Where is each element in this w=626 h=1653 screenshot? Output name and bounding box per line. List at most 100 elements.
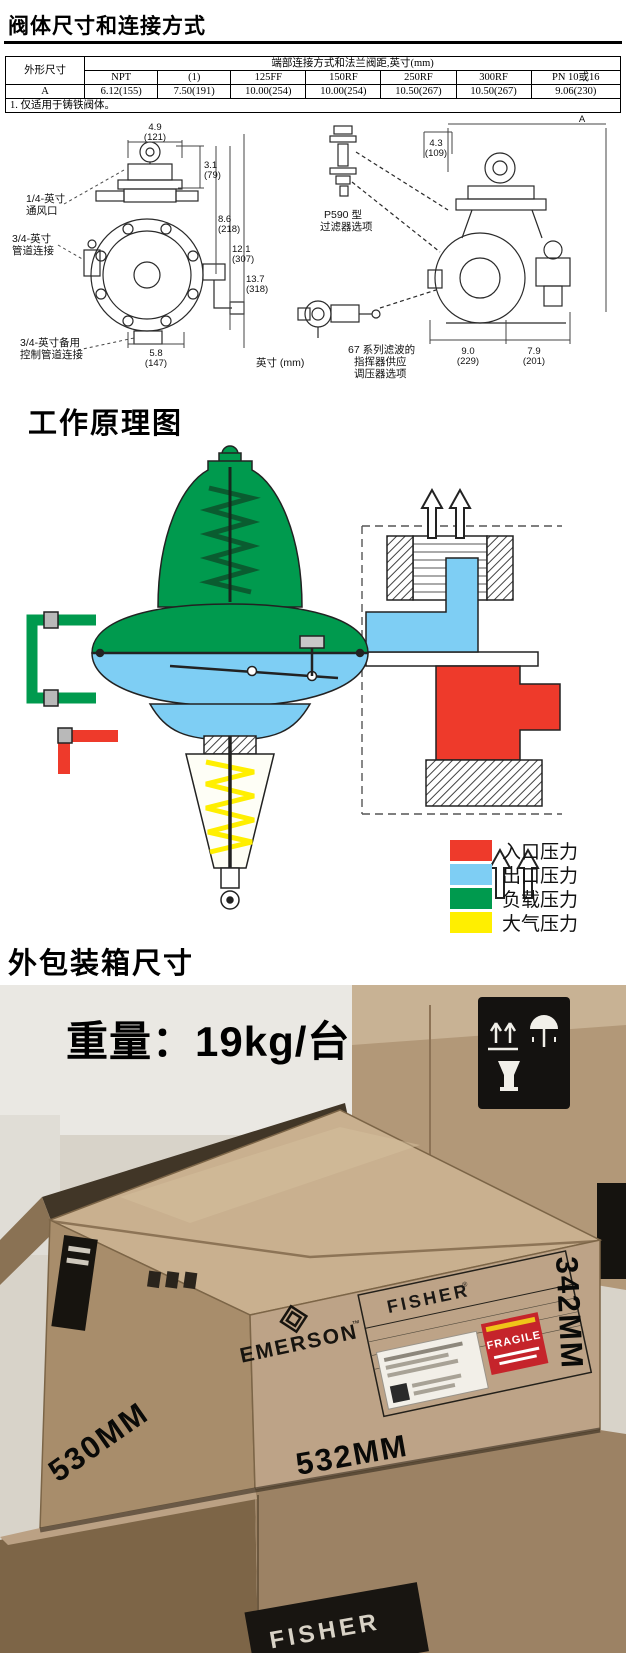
svg-text:英寸 (mm): 英寸 (mm) (256, 356, 304, 369)
front-view-dim-texts: 4.9 (121) 3.1 (79) 8.6 (218) 12.1 (307) … (144, 122, 268, 369)
svg-text:7.9: 7.9 (527, 346, 540, 357)
svg-text:4.3: 4.3 (429, 138, 442, 149)
table-corner-header: 外形尺寸 (4, 56, 86, 85)
outlet-color-swatch (450, 864, 492, 885)
table-row: A 6.12(155) 7.50(191) 10.00(254) 10.00(2… (4, 84, 622, 99)
col-header: 250RF (380, 70, 457, 85)
svg-text:(318): (318) (246, 284, 268, 295)
legend-label: 负载压力 (502, 890, 579, 911)
section-title-packaging: 外包装箱尺寸 (8, 948, 195, 980)
svg-text:4.9: 4.9 (148, 122, 161, 133)
valve-body-section (365, 535, 561, 807)
pressure-legend: 入口压力 出口压力 负载压力 大气压力 (450, 840, 626, 936)
col-header: (1) (157, 70, 232, 85)
svg-text:管道连接: 管道连接 (12, 244, 54, 257)
fragile-sticker: FRAGILE (480, 1312, 549, 1376)
svg-text:1/4-英寸: 1/4-英寸 (26, 192, 65, 205)
svg-text:(121): (121) (144, 132, 166, 143)
col-header: PN 10或16 (530, 70, 622, 85)
diaphragm-casing-blue (91, 652, 369, 741)
dimension-lines (57, 123, 607, 351)
pilot-option-part (297, 300, 381, 338)
dimension-drawings: 4.9 (121) 3.1 (79) 8.6 (218) 12.1 (307) … (12, 114, 607, 380)
atmosphere-color-swatch (450, 912, 492, 933)
svg-text:(218): (218) (218, 224, 240, 235)
svg-text:通风口: 通风口 (26, 205, 58, 217)
flow-arrow-icons (420, 487, 540, 899)
legend-label: 出口压力 (502, 866, 579, 887)
legend-item-inlet: 入口压力 (450, 840, 626, 863)
inlet-color-swatch (450, 840, 492, 861)
cell: 10.50(267) (455, 84, 532, 99)
svg-text:(147): (147) (145, 358, 167, 369)
col-header: 300RF (455, 70, 532, 85)
legend-label: 大气压力 (502, 914, 579, 935)
svg-text:(307): (307) (232, 254, 254, 265)
svg-text:9.0: 9.0 (461, 346, 474, 357)
svg-text:5.8: 5.8 (149, 348, 162, 359)
section-title-valve-dimensions: 阀体尺寸和连接方式 (8, 15, 206, 38)
weight-text: 重量：19kg/台 (66, 1018, 351, 1065)
loading-pressure-pipe (26, 614, 96, 704)
cell: 10.00(254) (230, 84, 307, 99)
svg-text:过滤器选项: 过滤器选项 (320, 220, 373, 233)
svg-text:3/4-英寸: 3/4-英寸 (12, 232, 51, 245)
box-front-print: EMERSON ™ FISHER ® (238, 1250, 593, 1418)
svg-text:A: A (579, 114, 586, 125)
box-print-icons (147, 1270, 198, 1290)
legend-label: 入口压力 (502, 842, 579, 863)
svg-text:调压器选项: 调压器选项 (354, 367, 407, 380)
svg-text:®: ® (462, 1280, 470, 1289)
svg-text:67 系列滤波的: 67 系列滤波的 (348, 343, 415, 356)
loading-color-swatch (450, 888, 492, 909)
svg-text:3/4-英寸备用: 3/4-英寸备用 (20, 336, 80, 349)
this-way-up-icon (488, 1022, 518, 1051)
height-dimension-text: 342MM (549, 1256, 590, 1371)
cell: 10.50(267) (380, 84, 457, 99)
svg-text:3.1: 3.1 (204, 160, 217, 171)
legend-item-outlet: 出口压力 (450, 864, 626, 887)
svg-text:指挥器供应: 指挥器供应 (354, 355, 407, 368)
keep-dry-icon (530, 1015, 558, 1047)
front-view-drawing (83, 141, 245, 345)
col-header: 150RF (305, 70, 382, 85)
col-header: 125FF (230, 70, 307, 85)
main-box: EMERSON ™ FISHER ® (39, 1109, 603, 1531)
svg-text:8.6: 8.6 (218, 214, 231, 225)
cell: 6.12(155) (84, 84, 159, 99)
section-title-working-principle: 工作原理图 (28, 408, 184, 440)
svg-text:12.1: 12.1 (232, 244, 251, 255)
row-label: A (4, 84, 86, 99)
svg-text:P590 型: P590 型 (324, 208, 362, 221)
table-footnote: 1. 仅适用于铸铁阀体。 (5, 98, 621, 113)
principle-schematic (26, 445, 562, 910)
svg-text:(109): (109) (425, 148, 447, 159)
fragile-glass-icon (498, 1061, 520, 1091)
svg-text:™: ™ (351, 1318, 361, 1328)
fisher-print-panel: FISHER ® (357, 1250, 593, 1418)
packaging-photo: EMERSON ™ FISHER ® (0, 985, 626, 1653)
cell: 9.06(230) (530, 84, 622, 99)
svg-text:13.7: 13.7 (246, 274, 265, 285)
dimensions-table: 外形尺寸 端部连接方式和法兰阀距,英寸(mm) NPT (1) 125FF 15… (4, 56, 622, 113)
svg-text:控制管道连接: 控制管道连接 (20, 348, 83, 361)
filter-option-part (329, 125, 357, 197)
relief-spring (205, 759, 255, 855)
front-view-labels: 1/4-英寸 通风口 3/4-英寸 管道连接 3/4-英寸备用 控制管道连接 英… (12, 192, 304, 369)
inlet-pressure-region (435, 665, 561, 761)
shipping-icons-panel (478, 997, 570, 1109)
cell: 10.00(254) (305, 84, 382, 99)
qr-code-icon (389, 1382, 410, 1404)
table-group-header: 端部连接方式和法兰阀距,英寸(mm) (84, 56, 621, 71)
shipping-label (375, 1330, 489, 1410)
bottom-box-print: FISHER (244, 1582, 429, 1653)
box-print-strip (51, 1235, 98, 1331)
svg-text:(79): (79) (204, 170, 221, 181)
cell: 7.50(191) (157, 84, 232, 99)
svg-text:(201): (201) (523, 356, 545, 367)
side-view-drawing (297, 125, 571, 338)
side-view-labels: P590 型 过滤器选项 67 系列滤波的 指挥器供应 调压器选项 A 4.3 … (320, 114, 586, 380)
col-header: NPT (84, 70, 159, 85)
legend-item-loading: 负载压力 (450, 888, 626, 911)
